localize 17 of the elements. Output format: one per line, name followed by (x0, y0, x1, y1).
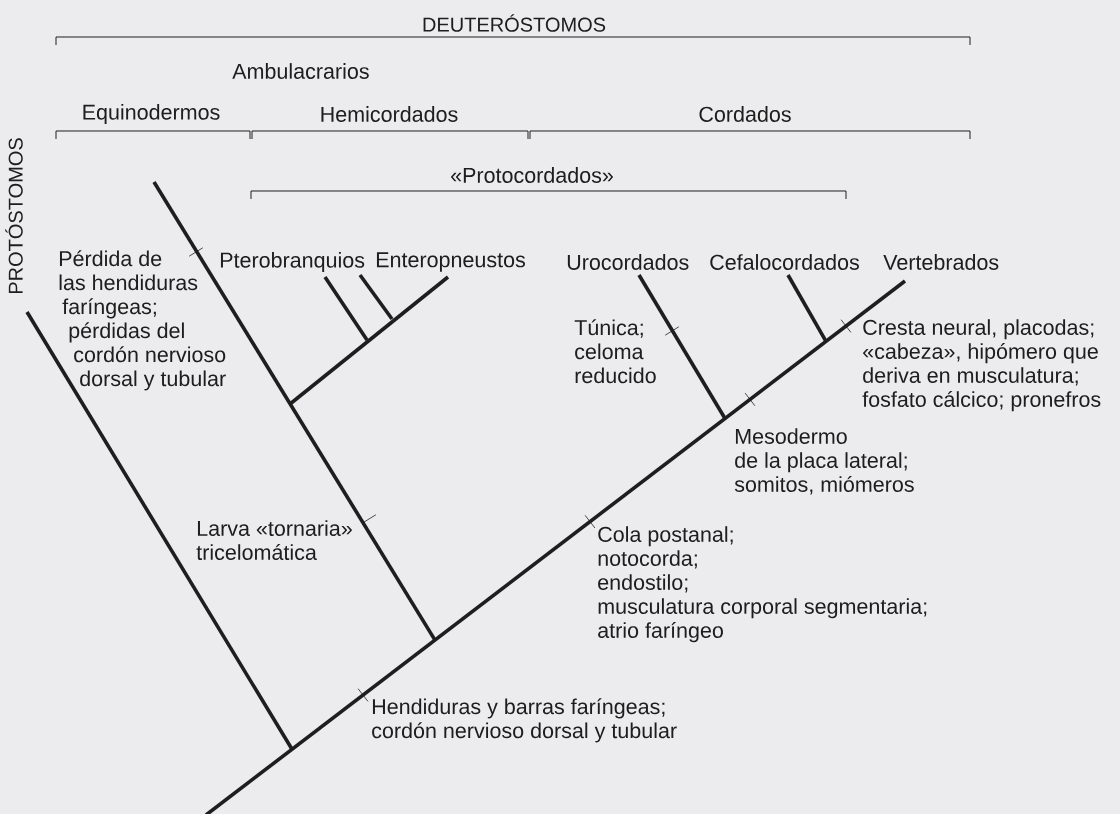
clade-label: DEUTERÓSTOMOS (423, 14, 606, 32)
clade-label: Hemicordados (321, 106, 458, 122)
taxon-label: Urocordados (567, 254, 689, 270)
character-note: Túnica; celoma reducido (574, 319, 656, 384)
character-note: Hendiduras y barras faríngeas; cordón nervioso dorsal y tubular (372, 698, 677, 743)
character-note: Mesodermo de la placa lateral; somitos, miómeros (734, 428, 914, 495)
clade-label: Cordados (699, 106, 791, 122)
character-note: Cresta neural, placodas; «cabeza», hipómero que deriva en musculatura; fosfato cálcico; pronefros (862, 319, 1101, 412)
clade-label: PROTÓSTOMOS (5, 138, 23, 294)
clade-label: Equinodermos (83, 104, 220, 125)
character-note: Cola postanal; notocorda; endostilo; musculatura corporal segmentaria; atrio faríngeo (598, 526, 927, 643)
taxon-label: Vertebrados (883, 254, 999, 270)
taxon-label: Enteropneustos (376, 252, 525, 272)
clade-label: Ambulacrarios (232, 63, 369, 79)
character-note: Larva «tornaria» tricelomática (196, 520, 352, 560)
taxon-label: Cefalocordados (710, 254, 859, 270)
clade-label: «Protocordados» (451, 167, 613, 183)
